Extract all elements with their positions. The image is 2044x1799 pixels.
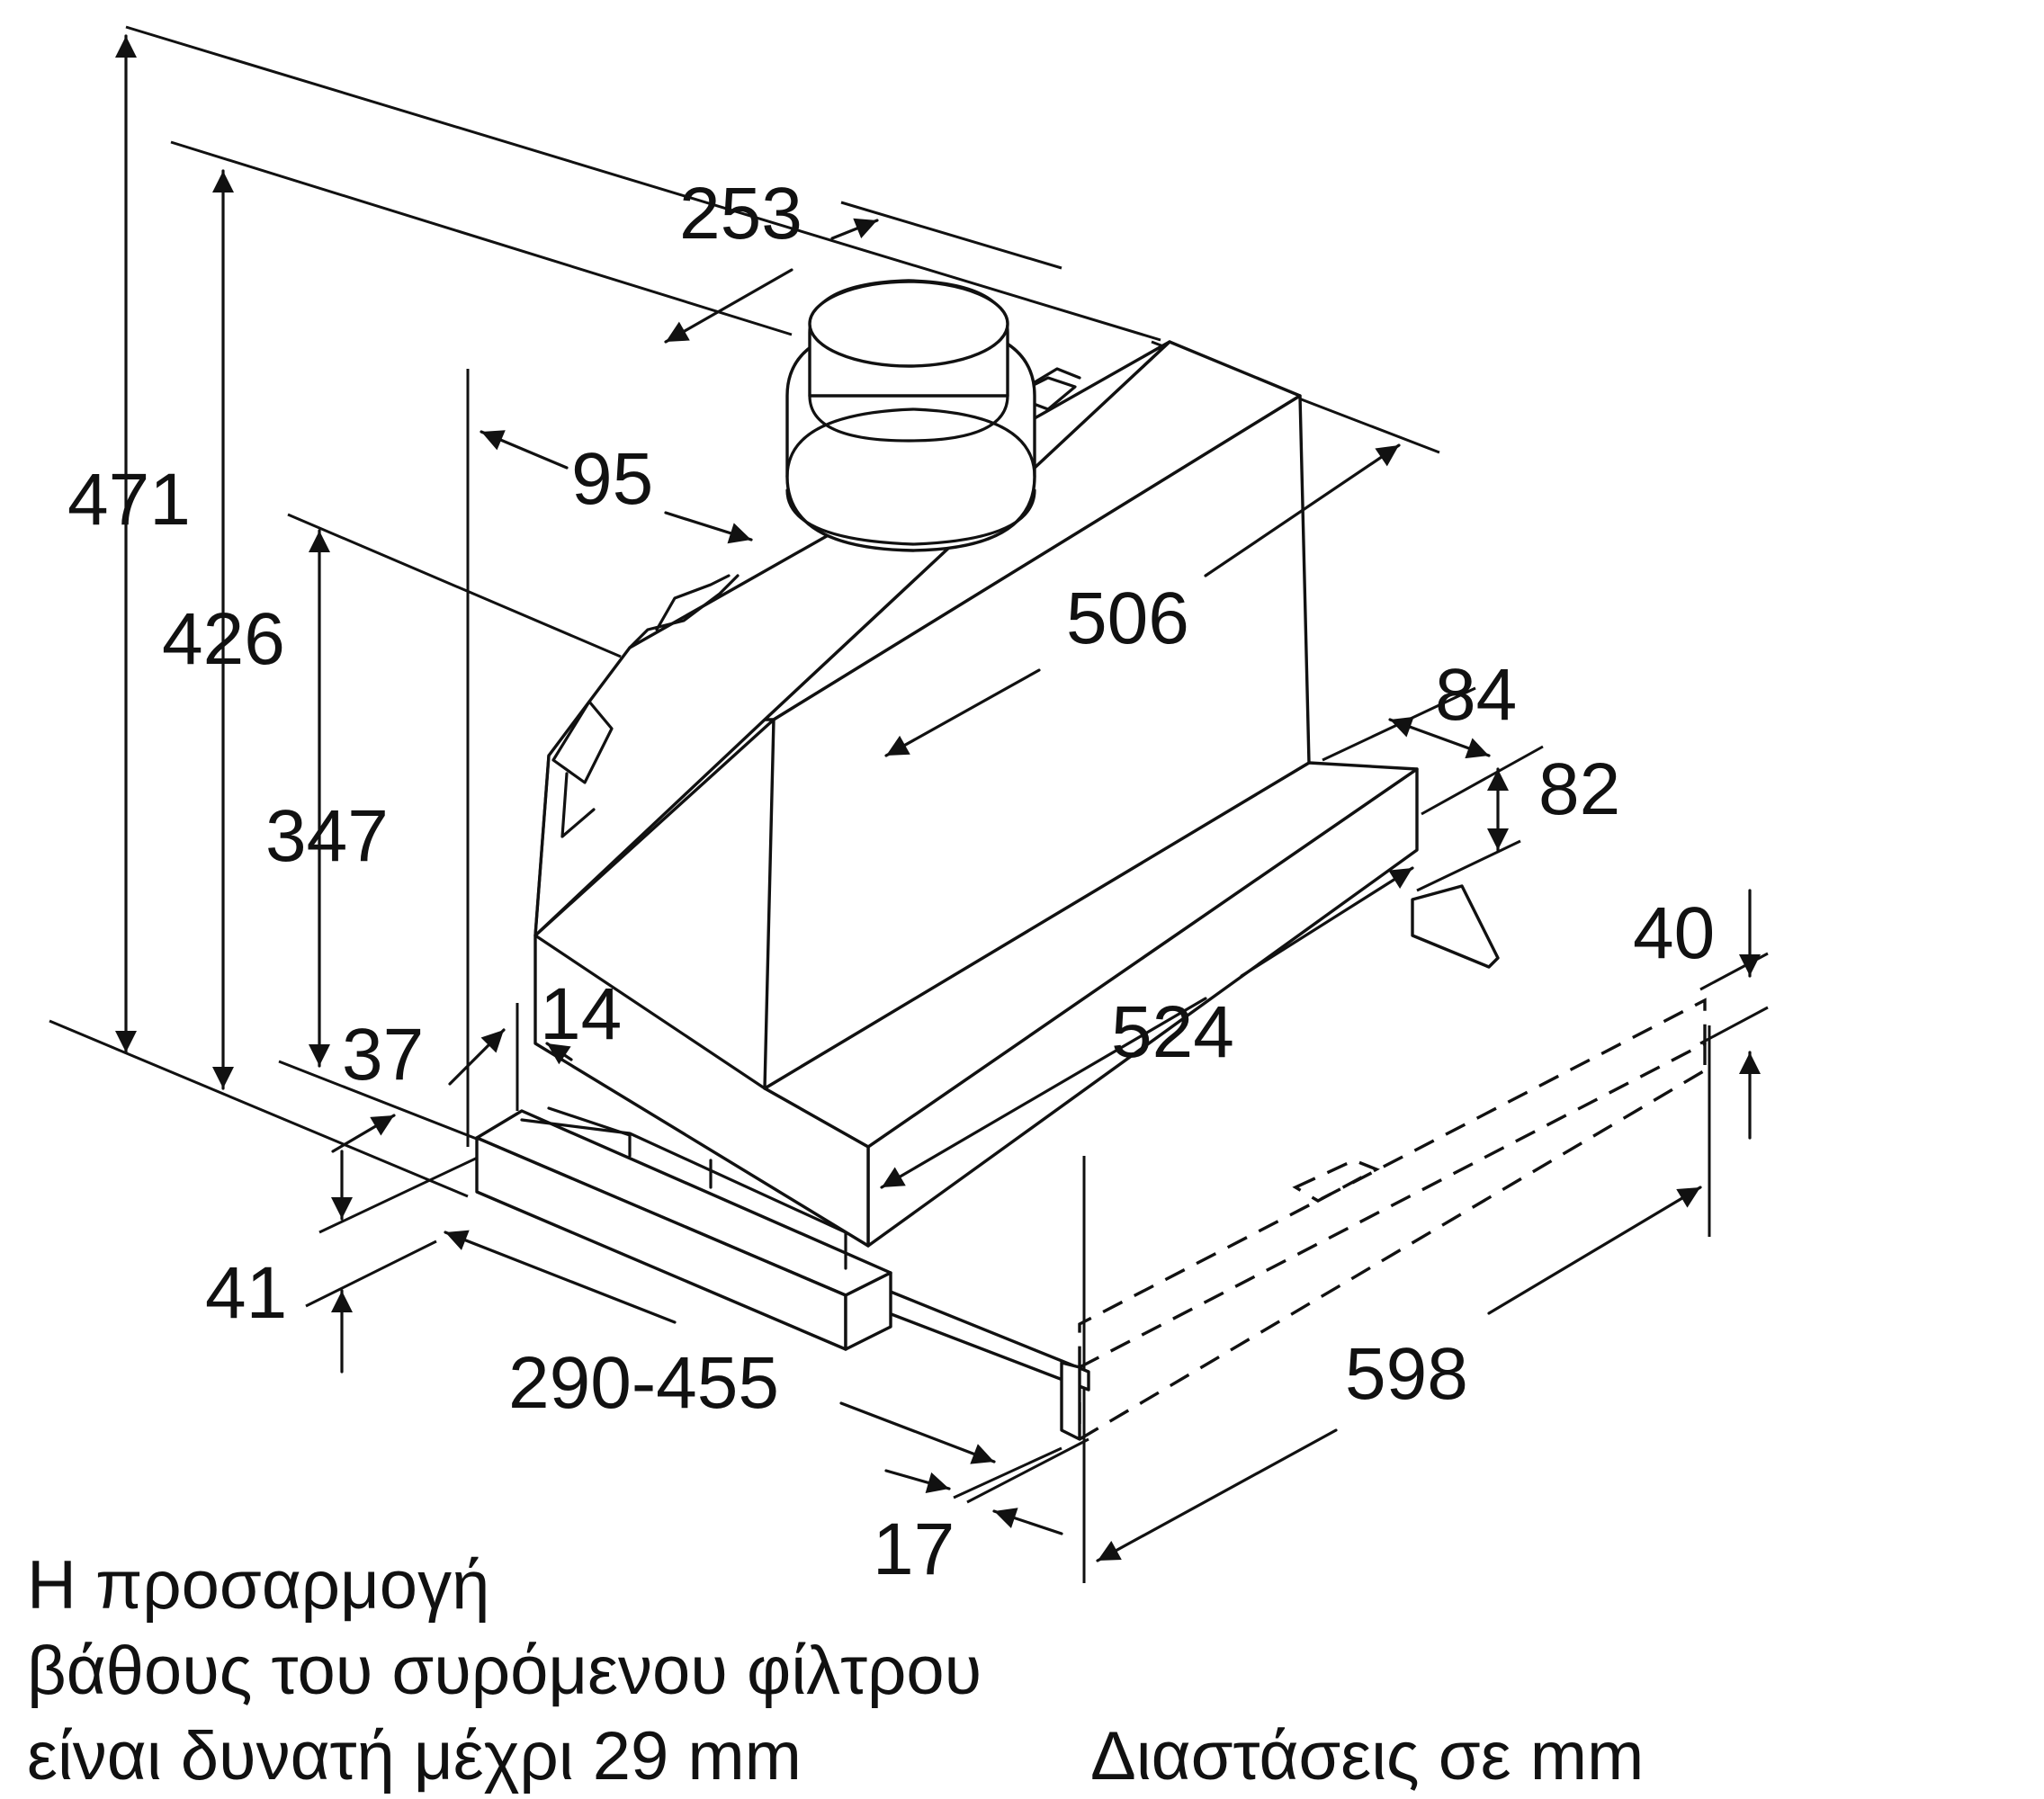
dim-collar-offset: 95 (571, 438, 653, 520)
exhaust-collar (785, 279, 1036, 552)
dim-chimney-height: 426 (162, 598, 285, 680)
note-line-2: βάθους του συρόμενου φίλτρου (27, 1633, 982, 1709)
dim-body-depth: 506 (1066, 577, 1189, 659)
dimension-lines (115, 34, 1761, 1562)
dim-front-overhang: 17 (873, 1508, 955, 1590)
note-line-3: είναι δυνατή μέχρι 29 mm (27, 1718, 802, 1795)
hood-body (475, 279, 1707, 1441)
extractor-drawer (475, 1106, 892, 1351)
body-main (533, 340, 1311, 1248)
dim-body-height: 347 (265, 795, 389, 877)
dim-front-offset: 37 (342, 1014, 424, 1096)
dim-total-height: 471 (67, 459, 191, 541)
dim-extension-range: 290-455 (508, 1342, 779, 1424)
dim-collar-diameter: 253 (679, 173, 802, 255)
dim-side-gap: 14 (540, 973, 622, 1055)
dim-front-panel-height: 40 (1633, 892, 1715, 974)
dimension-labels: 471 426 347 253 95 506 84 82 40 524 37 1… (67, 173, 1715, 1590)
dim-bottom-height: 41 (205, 1252, 287, 1334)
dim-rear-offset: 84 (1435, 654, 1517, 736)
dim-rear-height: 82 (1538, 748, 1620, 830)
units-label: Διαστάσεις σε mm (1090, 1718, 1645, 1795)
dim-total-width: 598 (1345, 1333, 1468, 1415)
note-line-1: Η προσαρμογή (27, 1547, 490, 1624)
mounting-clips (551, 367, 1081, 838)
dim-body-width: 524 (1111, 991, 1234, 1073)
